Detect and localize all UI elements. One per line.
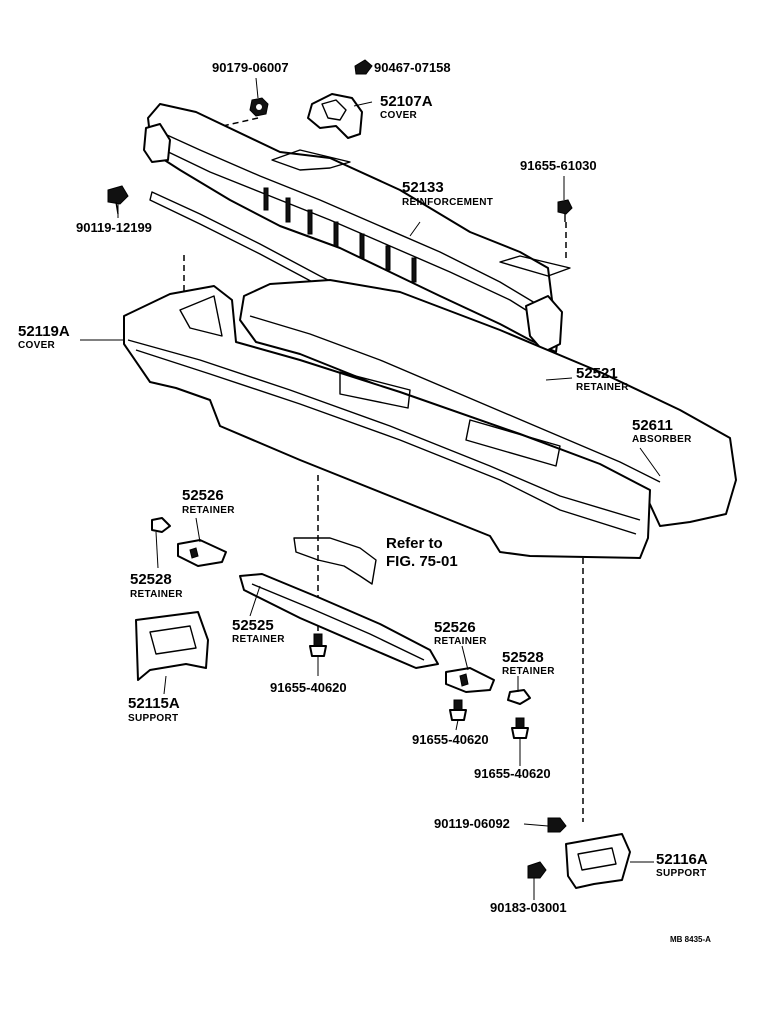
figure-code: MB 8435-A bbox=[670, 935, 711, 944]
label-part-number: 52119A bbox=[18, 323, 70, 340]
label-part-number: 52521 bbox=[576, 365, 618, 382]
label-part-number: 91655-61030 bbox=[520, 158, 597, 173]
label-part-number: 90183-03001 bbox=[490, 900, 567, 915]
label-part-number: 52526 bbox=[434, 619, 476, 636]
bracket-reference bbox=[293, 537, 377, 585]
label-part-number: 91655-40620 bbox=[474, 766, 551, 781]
label-part-number: 52133 bbox=[402, 179, 444, 196]
leader-lines bbox=[80, 77, 661, 900]
absorber-52611 bbox=[239, 279, 737, 527]
label-part-desc: COVER bbox=[18, 340, 56, 351]
label-part-desc: RETAINER bbox=[502, 666, 555, 677]
clip-90183 bbox=[527, 861, 547, 879]
label-part-desc: ABSORBER bbox=[632, 434, 692, 445]
label-part-desc: RETAINER bbox=[182, 505, 235, 516]
retainer-strip-52525 bbox=[239, 573, 439, 669]
reference-line-2: FIG. 75-01 bbox=[386, 553, 458, 570]
label-part-desc: RETAINER bbox=[576, 382, 629, 393]
label-part-number: 52528 bbox=[130, 571, 172, 588]
label-part-number: 52116A bbox=[656, 851, 708, 868]
retainer-52526-left bbox=[177, 539, 227, 567]
bolt-91655-40620-b bbox=[449, 699, 467, 721]
retainer-52526-right bbox=[445, 667, 495, 693]
bolt-91655-40620-c bbox=[511, 717, 529, 739]
cover-bracket-52107a bbox=[307, 93, 363, 139]
label-part-number: 52115A bbox=[128, 695, 180, 712]
support-52116a bbox=[565, 833, 631, 889]
label-part-desc: COVER bbox=[380, 110, 418, 121]
label-part-number: 90467-07158 bbox=[374, 60, 451, 75]
label-part-number: 52528 bbox=[502, 649, 544, 666]
clip-90467 bbox=[354, 59, 373, 75]
label-part-desc: RETAINER bbox=[232, 634, 285, 645]
label-part-number: 90179-06007 bbox=[212, 60, 289, 75]
retainer-52528-right bbox=[507, 689, 531, 705]
label-part-desc: SUPPORT bbox=[128, 713, 178, 724]
reinforcement-52133 bbox=[143, 103, 571, 353]
label-part-desc: SUPPORT bbox=[656, 868, 706, 879]
label-part-number: 52525 bbox=[232, 617, 274, 634]
bolt-90119-06092 bbox=[547, 817, 567, 833]
bolt-91655-40620-a bbox=[309, 633, 327, 657]
label-part-number: 91655-40620 bbox=[412, 732, 489, 747]
label-part-desc: RETAINER bbox=[130, 589, 183, 600]
bolt-91655-61030 bbox=[557, 199, 573, 222]
nut-90179 bbox=[249, 97, 269, 117]
label-part-number: 52526 bbox=[182, 487, 224, 504]
label-part-number: 90119-12199 bbox=[76, 220, 152, 235]
label-part-number: 52107A bbox=[380, 93, 433, 110]
reference-line-1: Refer to bbox=[386, 535, 443, 552]
label-part-number: 90119-06092 bbox=[434, 816, 510, 831]
label-part-number: 52611 bbox=[632, 417, 673, 434]
support-52115a bbox=[135, 611, 209, 681]
retainer-52528-left bbox=[151, 517, 171, 533]
labels: 90179-06007 90467-07158 52107A COVER 916… bbox=[18, 60, 711, 944]
bumper-cover-52119a bbox=[123, 285, 651, 559]
label-part-desc: REINFORCEMENT bbox=[402, 197, 493, 208]
label-part-desc: RETAINER bbox=[434, 636, 487, 647]
label-part-number: 91655-40620 bbox=[270, 680, 347, 695]
